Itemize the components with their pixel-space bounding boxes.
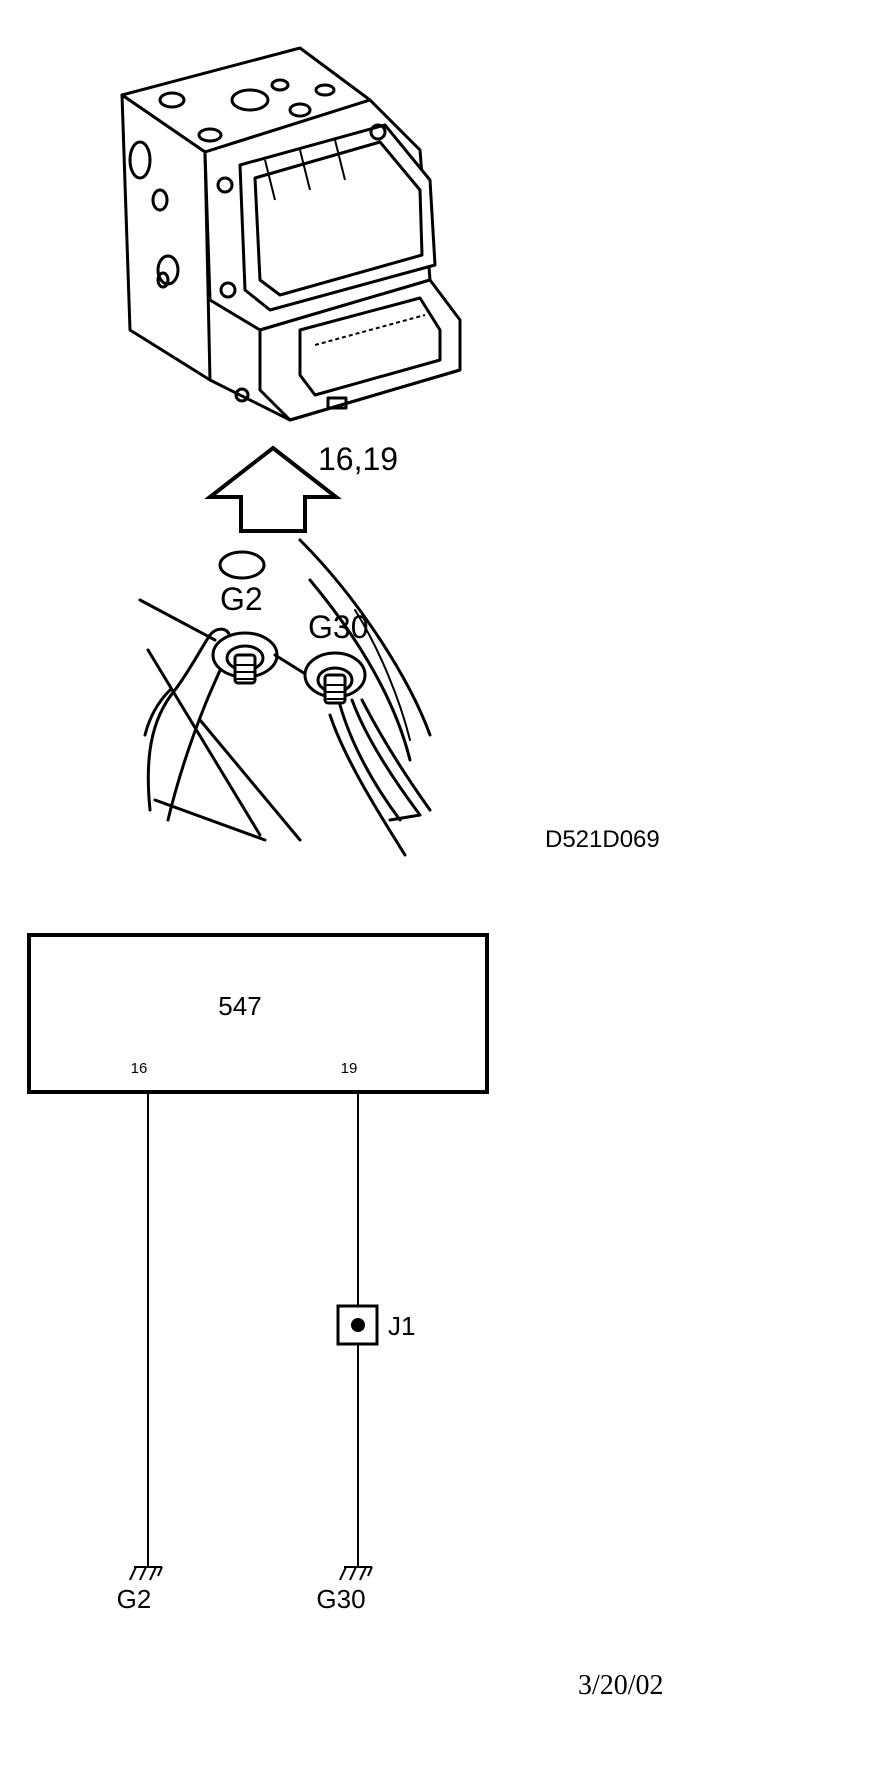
junction-icon <box>336 1304 379 1346</box>
figure-code: D521D069 <box>545 826 660 853</box>
ground-symbol-icon <box>129 1566 163 1581</box>
ground-bolt-icon <box>138 538 432 857</box>
junction-label: J1 <box>388 1311 415 1341</box>
abs-control-unit-icon <box>120 46 462 422</box>
pin-19-label: 19 <box>341 1060 358 1077</box>
module-547-box <box>27 933 489 1094</box>
module-label: 547 <box>218 991 261 1021</box>
g30-bolt-label: G30 <box>308 609 368 645</box>
diagram-date: 3/20/02 <box>578 1670 664 1701</box>
pin-16-label: 16 <box>131 1060 148 1077</box>
ground-g2-label: G2 <box>117 1584 152 1614</box>
g2-bolt-label: G2 <box>220 581 263 617</box>
pin-callout-label: 16,19 <box>318 441 398 477</box>
ground-symbol-icon <box>339 1566 373 1581</box>
ground-g30-label: G30 <box>316 1584 365 1614</box>
up-arrow-icon <box>204 445 342 533</box>
